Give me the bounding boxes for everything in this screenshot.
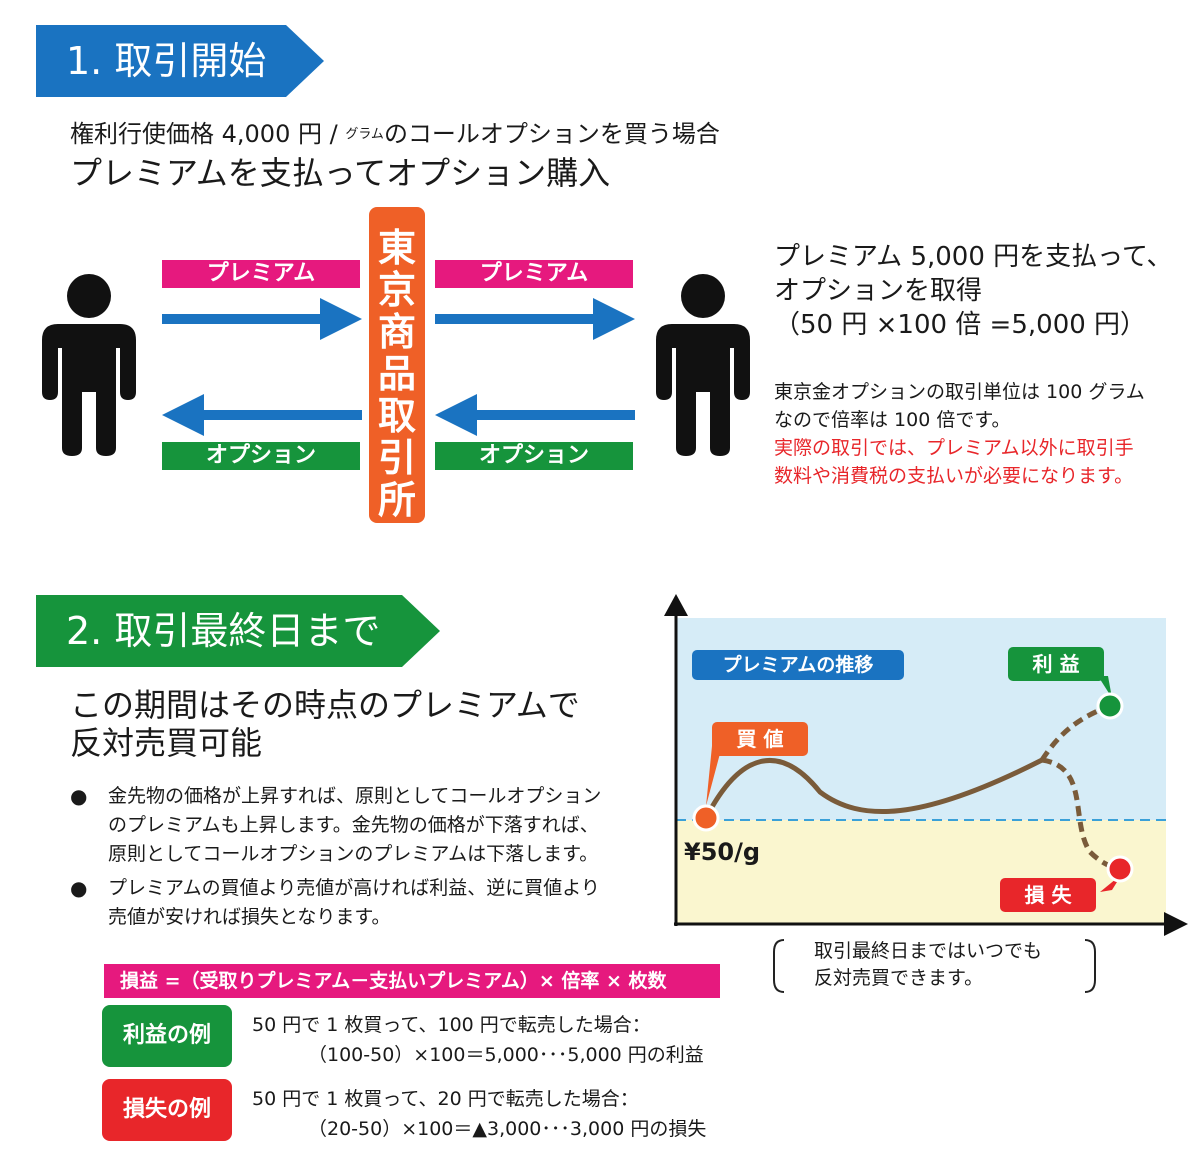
price-label: ¥50/g	[684, 838, 761, 866]
exchange-char: 東	[377, 226, 416, 270]
exchange-box: 東 京 商 品 取 引 所	[369, 207, 425, 523]
profit-point	[1096, 692, 1124, 720]
fee-warning-line: 実際の取引では、プレミアム以外に取引手	[774, 437, 1134, 459]
subtitle-unit: グラム	[345, 127, 384, 142]
loss-point	[1106, 855, 1134, 883]
profit-example: 50 円で 1 枚買って、100 円で転売した場合： （100-50）×100＝…	[252, 1010, 704, 1070]
subtitle-rest: のコールオプションを買う場合	[383, 120, 720, 148]
heading-line: この期間はその時点のプレミアムで	[70, 686, 580, 724]
subtitle-price: 権利行使価格 4,000 円 /	[70, 120, 346, 148]
loss-example: 50 円で 1 枚買って、20 円で転売した場合： （20-50）×100＝▲3…	[252, 1084, 706, 1144]
section1-subtitle: 権利行使価格 4,000 円 / グラムのコールオプションを買う場合	[70, 114, 720, 149]
bullet-line: 原則としてコールオプションのプレミアムは下落します。	[108, 843, 599, 865]
section1-title: 1. 取引開始	[66, 39, 267, 83]
bullet-line: 金先物の価格が上昇すれば、原則としてコールオプション	[108, 785, 602, 807]
exchange-char: 品	[377, 352, 416, 396]
option-band-left: オプション	[162, 442, 360, 470]
exchange-char: 京	[377, 268, 416, 312]
arrow-right-right	[435, 298, 635, 340]
purchase-summary: プレミアム 5,000 円を支払って、 オプションを取得 （50 円 ×100 …	[774, 240, 1173, 342]
bullet-2: ● プレミアムの買値より売値が高ければ利益、逆に買値より 売値が安ければ損失とな…	[70, 874, 600, 932]
purchase-line: プレミアム 5,000 円を支払って、	[774, 242, 1173, 272]
chart-note: 取引最終日まではいつでも 反対売買できます。	[772, 938, 1097, 994]
bullet-line: 売値が安ければ損失となります。	[108, 906, 391, 928]
purchase-line: オプションを取得	[774, 276, 983, 306]
profit-example-line: 50 円で 1 枚買って、100 円で転売した場合：	[252, 1014, 651, 1036]
section2-title: 2. 取引最終日まで	[66, 609, 381, 653]
premium-path	[703, 757, 1045, 821]
profit-example-line: （100-50）×100＝5,000･･･5,000 円の利益	[308, 1044, 704, 1066]
purchase-line: （50 円 ×100 倍 =5,000 円）	[774, 310, 1147, 340]
profit-path	[1039, 703, 1111, 762]
loss-example-label: 損失の例	[102, 1079, 232, 1141]
exchange-char: 引	[377, 436, 416, 480]
note-line: 反対売買できます。	[814, 967, 984, 989]
premium-band-left: プレミアム	[162, 260, 360, 288]
profit-pointer	[1098, 676, 1112, 698]
bullet-dot-icon: ●	[70, 784, 88, 808]
section2-banner: 2. 取引最終日まで	[36, 595, 440, 667]
buyer-person-icon	[42, 274, 136, 456]
loss-label: 損 失	[1000, 878, 1096, 912]
buy-label: 買 値	[712, 722, 808, 756]
unit-note: 東京金オプションの取引単位は 100 グラム なので倍率は 100 倍です。 実…	[774, 378, 1145, 490]
bullet-line: プレミアムの買値より売値が高ければ利益、逆に買値より	[108, 877, 600, 899]
chart-legend: プレミアムの推移	[692, 650, 904, 680]
bullet-line: のプレミアムも上昇します。金先物の価格が下落すれば、	[108, 814, 599, 836]
exchange-char: 商	[377, 310, 416, 354]
option-band-right: オプション	[435, 442, 633, 470]
section1-banner: 1. 取引開始	[36, 25, 324, 97]
buy-pointer	[706, 746, 722, 806]
bullet-1: ● 金先物の価格が上昇すれば、原則としてコールオプション のプレミアムも上昇しま…	[70, 782, 601, 869]
exchange-char: 所	[377, 478, 416, 522]
note-line: 取引最終日まではいつでも	[814, 940, 1043, 962]
seller-person-icon	[656, 274, 750, 456]
chart-note-text: 取引最終日まではいつでも 反対売買できます。	[814, 938, 1042, 992]
y-axis-arrow	[664, 594, 688, 616]
bracket-icon	[773, 939, 1096, 993]
section1-heading: プレミアムを支払ってオプション購入	[70, 154, 611, 192]
heading-line: 反対売買可能	[70, 724, 263, 762]
fee-warning-line: 数料や消費税の支払いが必要になります。	[774, 465, 1134, 487]
loss-example-line: 50 円で 1 枚買って、20 円で転売した場合：	[252, 1088, 639, 1110]
arrow-left-right	[435, 394, 635, 436]
x-axis-arrow	[1164, 912, 1188, 936]
section2-heading: この期間はその時点のプレミアムで 反対売買可能	[70, 686, 580, 762]
buy-point	[692, 804, 720, 832]
profit-label: 利 益	[1008, 647, 1104, 681]
exchange-char: 取	[377, 394, 416, 438]
arrow-left-left	[162, 394, 362, 436]
premium-chart	[664, 594, 1188, 936]
pnl-formula: 損益 =（受取りプレミアム－支払いプレミアム）× 倍率 × 枚数	[104, 964, 720, 998]
profit-example-label: 利益の例	[102, 1005, 232, 1067]
bullet-dot-icon: ●	[70, 876, 88, 900]
unit-note-line: なので倍率は 100 倍です。	[774, 409, 1011, 431]
premium-band-right: プレミアム	[435, 260, 633, 288]
loss-example-line: （20-50）×100＝▲3,000･･･3,000 円の損失	[308, 1118, 707, 1140]
arrow-right-left	[162, 298, 362, 340]
unit-note-line: 東京金オプションの取引単位は 100 グラム	[774, 381, 1145, 403]
